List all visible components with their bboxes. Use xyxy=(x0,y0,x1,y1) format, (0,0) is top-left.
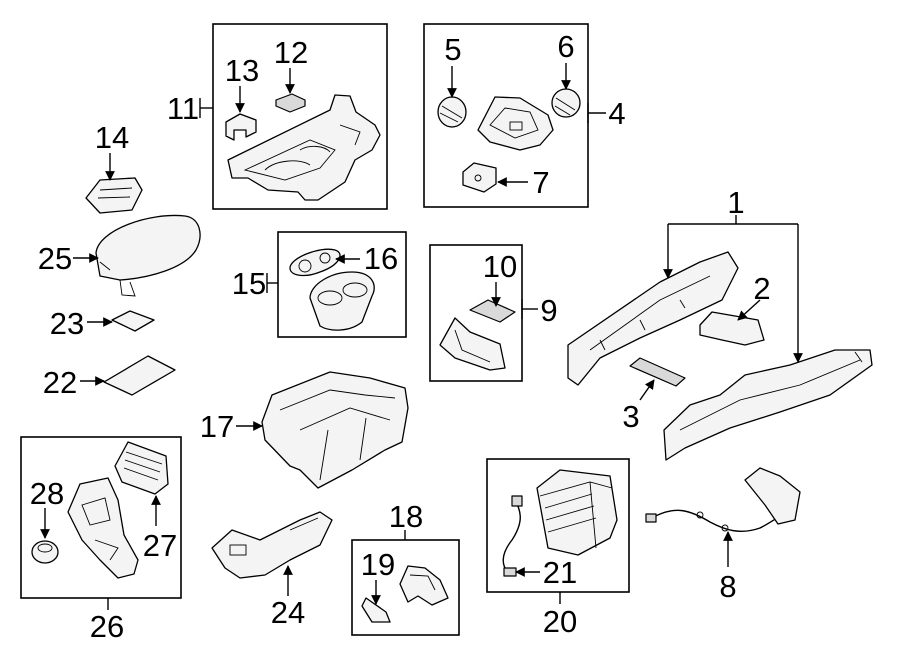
part-15-cupholder xyxy=(309,271,375,331)
callout-27: 27 xyxy=(143,528,177,563)
part-8-harness xyxy=(645,467,801,532)
part-21-harness xyxy=(502,495,523,577)
group-box-26 xyxy=(20,436,182,599)
part-1-side-panel-lower xyxy=(663,349,873,461)
callout-17: 17 xyxy=(200,409,234,444)
callout-4: 4 xyxy=(608,96,625,131)
callout-19: 19 xyxy=(361,547,395,582)
callout-18: 18 xyxy=(389,499,423,534)
part-4-insert xyxy=(477,96,554,151)
callout-13: 13 xyxy=(225,53,259,88)
callout-3: 3 xyxy=(622,399,639,434)
part-28-outlet xyxy=(31,540,59,564)
callout-15: 15 xyxy=(232,266,266,301)
part-23-pad xyxy=(111,310,155,332)
part-5-cap xyxy=(437,96,467,128)
callout-21: 21 xyxy=(543,555,577,590)
part-26-rear-trim xyxy=(67,477,139,579)
callout-28: 28 xyxy=(30,476,64,511)
callout-16: 16 xyxy=(364,241,398,276)
callout-12: 12 xyxy=(274,35,308,70)
part-18-bracket xyxy=(399,565,449,606)
callout-11: 11 xyxy=(167,91,199,126)
part-27-vent xyxy=(114,441,169,495)
callout-22: 22 xyxy=(43,365,77,400)
part-1-side-panel-upper xyxy=(567,251,739,386)
part-3-pad xyxy=(629,357,686,387)
part-7-plug xyxy=(462,162,497,193)
part-13-bracket xyxy=(225,113,257,141)
part-6-cap xyxy=(551,88,581,118)
callout-6: 6 xyxy=(557,29,574,64)
part-10-mat xyxy=(469,299,516,323)
callout-24: 24 xyxy=(271,595,305,630)
callout-25: 25 xyxy=(38,241,72,276)
callout-7: 7 xyxy=(532,165,549,200)
part-14-switch xyxy=(85,177,143,214)
group-box-20 xyxy=(486,458,630,593)
callout-26: 26 xyxy=(90,609,124,644)
part-20-module xyxy=(536,469,618,556)
callout-20: 20 xyxy=(543,604,577,639)
callout-23: 23 xyxy=(50,306,84,341)
part-19-bracket xyxy=(361,597,391,623)
part-2-bracket xyxy=(699,311,765,346)
callout-1: 1 xyxy=(727,185,744,220)
part-11-console-upper-trim xyxy=(227,94,381,201)
callout-5: 5 xyxy=(444,32,461,67)
part-24-duct xyxy=(211,511,333,579)
group-box-15 xyxy=(277,231,407,338)
callout-2: 2 xyxy=(753,271,770,306)
part-22-mat xyxy=(103,355,176,396)
callout-10: 10 xyxy=(483,249,517,284)
part-12-switch xyxy=(275,93,306,113)
callout-14: 14 xyxy=(95,120,129,155)
part-16-gasket xyxy=(289,248,341,277)
part-17-console-body xyxy=(261,371,409,489)
callout-9: 9 xyxy=(540,293,557,328)
part-25-armrest xyxy=(95,214,201,297)
part-9-tray xyxy=(439,317,506,371)
group-box-11 xyxy=(212,23,388,210)
callout-8: 8 xyxy=(719,569,736,604)
